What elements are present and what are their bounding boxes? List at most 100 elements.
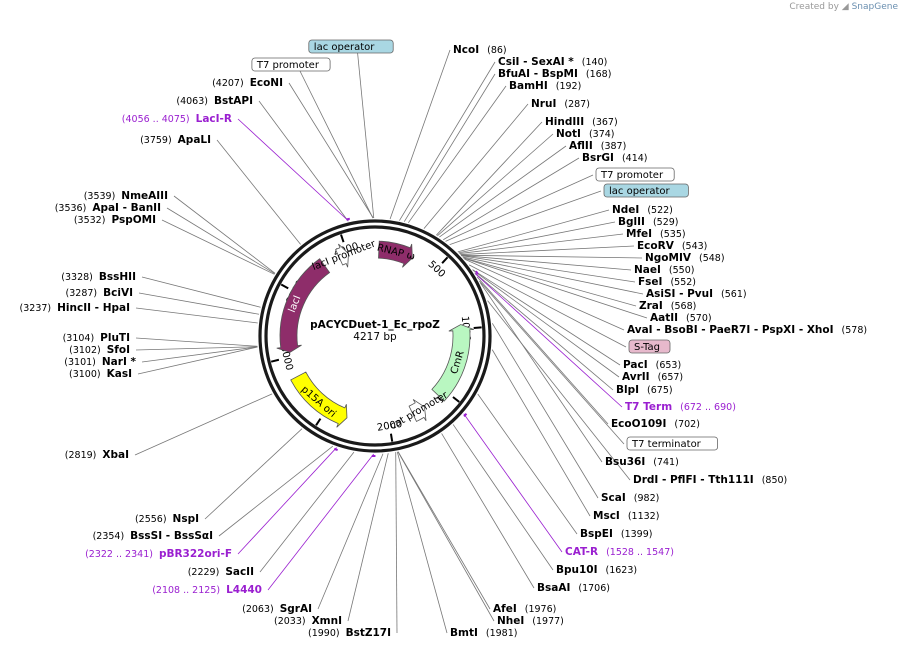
label-bmti: BmtI(1981) <box>450 627 517 639</box>
primer-mark <box>346 217 351 221</box>
leader-line <box>399 61 496 221</box>
site-position: (2322 .. 2341) <box>85 549 153 560</box>
plasmid-name: pACYCDuet-1_Ec_rpoZ <box>310 319 440 331</box>
leader-line <box>288 82 374 219</box>
label-bfuai-bspmi: BfuAI - BspMI(168) <box>498 68 611 80</box>
site-name: BssSI - BssSαI <box>130 530 213 542</box>
site-name: AsiSI - PvuI <box>646 288 713 300</box>
site-position: (2354) <box>93 531 125 542</box>
feature-laci <box>276 258 331 353</box>
label-ecoo109i: EcoO109I(702) <box>611 418 700 430</box>
site-name: L4440 <box>226 584 262 596</box>
feature-box-label: lac operator <box>609 186 670 197</box>
site-name: KasI <box>107 368 132 380</box>
label-bsu36i: Bsu36I(741) <box>605 456 679 468</box>
site-position: (522) <box>647 205 673 216</box>
site-name: CsiI - SexAI * <box>498 56 574 68</box>
site-position: (4207) <box>212 78 244 89</box>
site-name: BsaAI <box>537 582 570 594</box>
site-name: DrdI - PflFI - Tth111I <box>633 474 754 486</box>
site-name: NspI <box>173 513 199 525</box>
site-name: BmtI <box>450 627 478 639</box>
site-name: ZraI <box>639 300 663 312</box>
leader-line <box>462 256 644 295</box>
site-position: (3100) <box>69 369 101 380</box>
feature-box <box>251 57 331 72</box>
site-name: SgrAI <box>280 603 312 615</box>
site-name: LacI-R <box>196 113 232 125</box>
label-mfei: MfeI(535) <box>626 228 686 240</box>
label-ncoi: NcoI(86) <box>453 44 507 56</box>
feature-cat-promoter <box>408 399 427 422</box>
leader-line <box>437 133 554 237</box>
site-name: NgoMIV <box>645 252 692 264</box>
feature-label-laci-promoter: lacI promoter <box>311 238 378 273</box>
leader-line <box>259 451 355 573</box>
site-position: (1399) <box>621 529 653 540</box>
site-name: AflII <box>569 140 593 152</box>
label-bsaai: BsaAI (1706) <box>537 582 610 594</box>
label-pspomi: PspOMI(3532) <box>74 214 156 226</box>
leader-line <box>166 207 275 275</box>
site-position: (1706) <box>578 583 610 594</box>
site-position: (702) <box>674 419 700 430</box>
label-avai-bsobi-paer7i-pspxi-xhoi: AvaI - BsoBI - PaeR7I - PspXI - XhoI(578… <box>627 324 867 336</box>
site-position: (552) <box>670 277 696 288</box>
label-zrai: ZraI (568) <box>639 300 696 312</box>
primer-mark <box>463 413 468 418</box>
site-position: (3539) <box>84 191 116 202</box>
site-name: BlpI <box>616 384 639 396</box>
site-position: (570) <box>686 313 712 324</box>
feature-label-cat-promoter: cat promoter <box>388 389 451 432</box>
site-position: (675) <box>647 385 673 396</box>
site-name: XbaI <box>102 449 129 461</box>
site-position: (568) <box>671 301 697 312</box>
feature-box-label: S-Tag <box>634 342 660 353</box>
label-bsrgi: BsrGI(414) <box>582 152 648 164</box>
site-position: (2033) <box>274 616 306 627</box>
site-position: (2063) <box>242 604 274 615</box>
site-position: (657) <box>658 372 684 383</box>
tick-mark <box>389 433 394 442</box>
snapgene-logo-icon: ◢ <box>841 2 849 12</box>
leader-line <box>423 103 529 229</box>
site-name: SfoI <box>107 344 130 356</box>
site-position: (3328) <box>61 272 93 283</box>
site-position: (3536) <box>55 203 87 214</box>
leader-line <box>472 269 621 366</box>
label-t7-promoter: T7 promoter <box>251 57 331 72</box>
label-bamhi: BamHI(192) <box>509 80 581 92</box>
leader-lines <box>134 46 648 634</box>
label-naei: NaeI(550) <box>634 264 694 276</box>
site-name: BspEI <box>580 528 613 540</box>
site-name: BciVI <box>103 287 133 299</box>
leader-line <box>267 453 374 591</box>
site-name: BsrGI <box>582 152 614 164</box>
site-name: AvrII <box>622 371 650 383</box>
leader-line <box>395 452 398 634</box>
label-bspei: BspEI (1399) <box>580 528 652 540</box>
leader-line <box>464 258 625 331</box>
label-paci: PacI(653) <box>623 359 681 371</box>
site-position: (3102) <box>69 345 101 356</box>
leader-line <box>258 100 349 222</box>
label-aatii: AatII(570) <box>650 312 712 324</box>
plasmid-backbone <box>258 219 492 453</box>
feature-box <box>308 39 394 54</box>
site-position: (287) <box>564 99 590 110</box>
label-nhei: NheI(1977) <box>497 615 564 627</box>
label-pluti: PluTI(3104) <box>63 332 130 344</box>
label-bsssi-bsss-i: BssSI - BssSαI (2354) <box>93 530 213 542</box>
label-nari: NarI *(3101) <box>64 356 136 368</box>
site-name: PacI <box>623 359 648 371</box>
site-name: NaeI <box>634 264 661 276</box>
site-position: (3237) <box>20 303 52 314</box>
site-name: ApaI - BanII <box>92 202 161 214</box>
leader-line <box>403 73 496 222</box>
label-aflii: AflII(387) <box>569 140 626 152</box>
label-sgrai: SgrAI (2063) <box>242 603 312 615</box>
site-position: (168) <box>586 69 612 80</box>
site-position: (1132) <box>628 511 660 522</box>
leader-line <box>347 453 389 622</box>
credit-prefix: Created by <box>789 2 839 12</box>
